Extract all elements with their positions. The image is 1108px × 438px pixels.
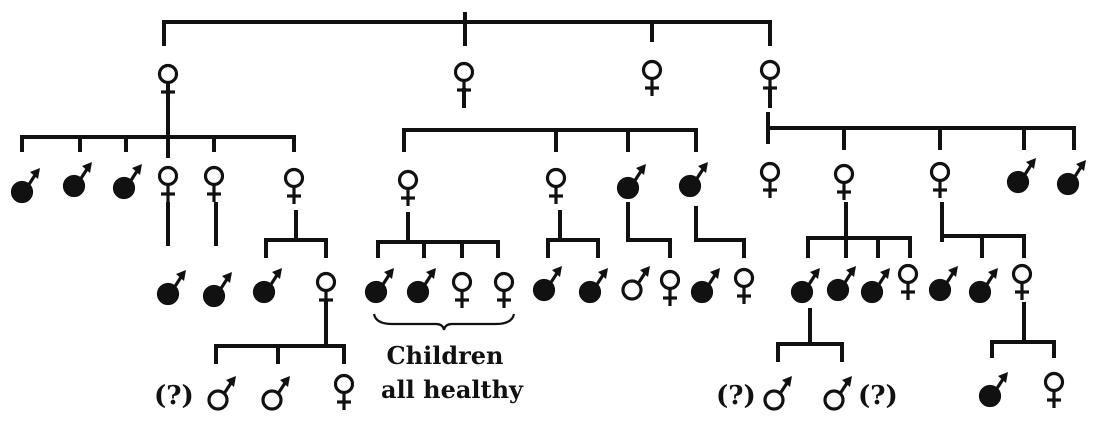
affected-male-symbol bbox=[928, 266, 958, 302]
female-symbol bbox=[333, 373, 355, 410]
female-symbol bbox=[545, 167, 567, 204]
male-symbol bbox=[261, 376, 290, 411]
uncertain-mark: (?) bbox=[858, 381, 898, 411]
female-symbol bbox=[493, 271, 515, 308]
affected-male-symbol bbox=[690, 268, 720, 304]
female-symbol bbox=[453, 61, 475, 98]
female-symbol bbox=[157, 63, 179, 100]
affected-male-symbol bbox=[252, 268, 282, 304]
female-symbol bbox=[315, 271, 337, 308]
affected-male-symbol bbox=[678, 162, 708, 198]
affected-male-symbol bbox=[860, 268, 890, 304]
pedigree-lines bbox=[20, 12, 1076, 364]
female-symbol bbox=[641, 59, 663, 96]
affected-male-symbol bbox=[1006, 158, 1036, 194]
female-symbol bbox=[833, 163, 855, 200]
female-symbol bbox=[759, 161, 781, 198]
pedigree-symbols bbox=[10, 59, 1086, 411]
affected-male-symbol bbox=[364, 268, 394, 304]
female-symbol bbox=[929, 161, 951, 198]
female-symbol bbox=[283, 167, 305, 204]
female-symbol bbox=[733, 267, 755, 304]
affected-male-symbol bbox=[616, 164, 646, 200]
male-symbol bbox=[823, 376, 852, 411]
affected-male-symbol bbox=[406, 268, 436, 304]
affected-male-symbol bbox=[978, 372, 1008, 408]
male-symbol bbox=[621, 266, 650, 301]
female-symbol bbox=[1043, 371, 1065, 408]
male-symbol bbox=[207, 376, 236, 411]
affected-male-symbol bbox=[1056, 160, 1086, 196]
female-symbol bbox=[759, 59, 781, 96]
affected-male-symbol bbox=[790, 268, 820, 304]
female-symbol bbox=[203, 165, 225, 202]
female-symbol bbox=[157, 165, 179, 202]
affected-male-symbol bbox=[578, 268, 608, 304]
annotation-children: Children bbox=[387, 341, 504, 370]
affected-male-symbol bbox=[826, 266, 856, 302]
male-symbol bbox=[763, 376, 792, 411]
children-brace bbox=[372, 313, 516, 331]
affected-male-symbol bbox=[62, 162, 92, 198]
uncertain-mark: (?) bbox=[154, 381, 194, 411]
uncertain-mark: (?) bbox=[716, 381, 756, 411]
female-symbol bbox=[1011, 263, 1033, 300]
female-symbol bbox=[397, 169, 419, 206]
affected-male-symbol bbox=[532, 266, 562, 302]
female-symbol bbox=[897, 263, 919, 300]
affected-male-symbol bbox=[968, 268, 998, 304]
affected-male-symbol bbox=[112, 164, 142, 200]
affected-male-symbol bbox=[202, 272, 232, 308]
annotation-all-healthy: all healthy bbox=[381, 375, 524, 404]
affected-male-symbol bbox=[156, 270, 186, 306]
female-symbol bbox=[659, 269, 681, 306]
affected-male-symbol bbox=[10, 168, 40, 204]
female-symbol bbox=[451, 271, 473, 308]
